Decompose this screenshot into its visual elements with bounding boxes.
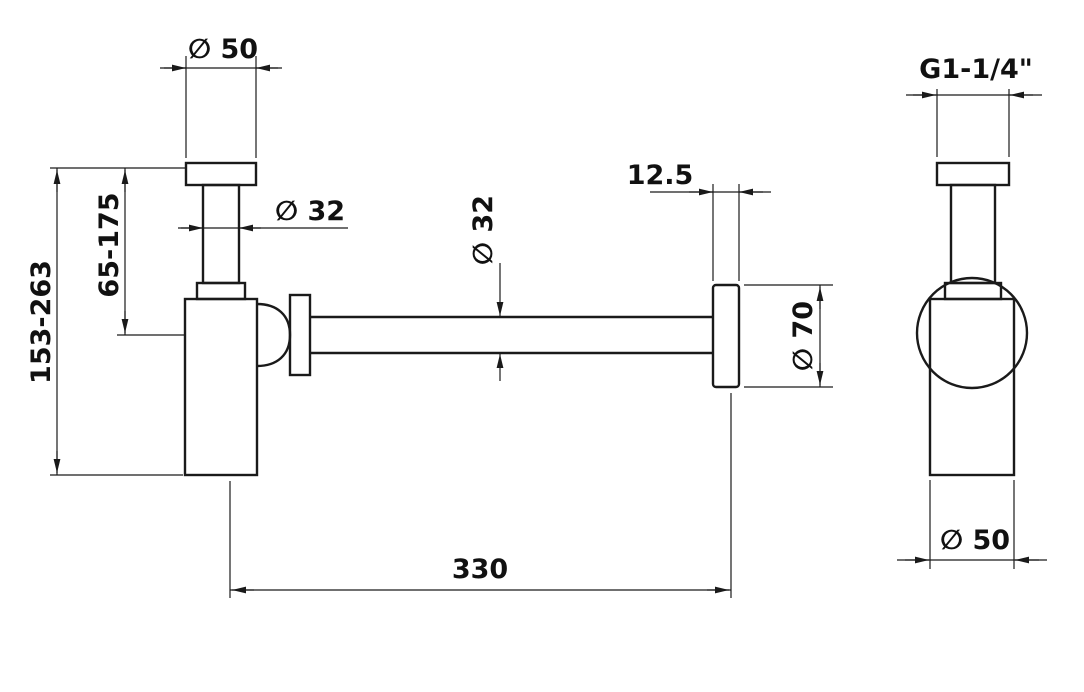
dim-flange-diameter: ∅ 70 bbox=[744, 284, 833, 388]
side-slip-nut bbox=[195, 281, 247, 301]
front-cap bbox=[935, 161, 1011, 187]
side-inlet-pipe bbox=[201, 183, 241, 285]
dim-label-adjustable-height: 65-175 bbox=[94, 192, 125, 297]
dim-label-overall-height: 153-263 bbox=[26, 260, 57, 384]
side-body bbox=[183, 297, 259, 477]
front-outlet-nut-circle bbox=[915, 276, 1029, 390]
wall-flange bbox=[711, 283, 741, 389]
side-view bbox=[183, 161, 741, 477]
dim-thread-size: G1-1/4" bbox=[906, 54, 1042, 157]
dim-label-wall-flange-thickness: 12.5 bbox=[627, 160, 694, 191]
dim-inlet-pipe-diameter: ∅ 32 bbox=[178, 196, 348, 232]
dim-label-outlet-pipe-diameter: ∅ 32 bbox=[468, 195, 499, 265]
front-inlet-pipe bbox=[949, 183, 997, 285]
dim-label-inlet-pipe-diameter: ∅ 32 bbox=[275, 196, 345, 227]
front-body bbox=[928, 297, 1016, 477]
dim-label-outlet-length: 330 bbox=[452, 554, 508, 585]
front-slip-nut bbox=[943, 281, 1003, 301]
dim-outlet-pipe-diameter: ∅ 32 bbox=[468, 195, 504, 381]
dim-label-flange-diameter: ∅ 70 bbox=[788, 301, 819, 371]
side-cap bbox=[184, 161, 258, 187]
front-view bbox=[915, 161, 1029, 477]
dim-cap-diameter: ∅ 50 bbox=[160, 34, 282, 158]
dim-label-cap-diameter: ∅ 50 bbox=[188, 34, 258, 65]
side-outlet-nut bbox=[256, 302, 292, 368]
side-compression-ring bbox=[288, 293, 312, 377]
dim-overall-height: 153-263 bbox=[26, 168, 183, 476]
dim-label-thread-size: G1-1/4" bbox=[919, 54, 1033, 85]
dim-wall-flange-thickness: 12.5 bbox=[627, 160, 771, 281]
dim-adjustable-height: 65-175 bbox=[50, 167, 186, 336]
dim-body-diameter: ∅ 50 bbox=[897, 480, 1047, 569]
dim-label-body-diameter: ∅ 50 bbox=[940, 525, 1010, 556]
dim-outlet-length: 330 bbox=[229, 393, 732, 598]
